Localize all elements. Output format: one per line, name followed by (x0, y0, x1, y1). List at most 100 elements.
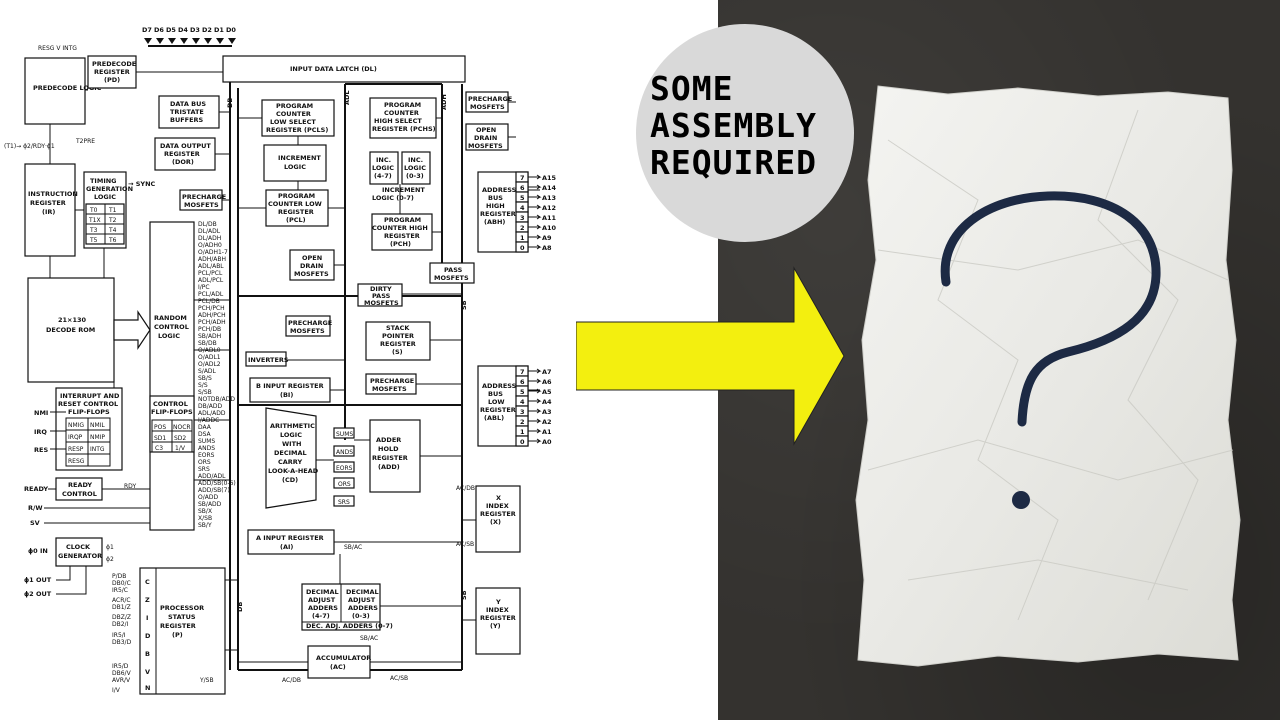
badge-line-2: ASSEMBLY (650, 106, 817, 145)
block-text: DECIMAL (274, 449, 307, 457)
ctrl-line: PCL/DB (198, 298, 220, 305)
block-text: ADDRESS (482, 382, 517, 390)
data-pins: D7 D6 D5 D4 D3 D2 D1 D0 (142, 26, 236, 47)
ctrl-line: ADH/ABH (198, 256, 226, 263)
decimal-adjust-dividers (302, 584, 380, 623)
int-cell: IRQP (68, 434, 83, 441)
cff-grid-lines (151, 419, 193, 453)
ctrl-line: DB1/Z (112, 604, 131, 611)
block-text: CONTROL (62, 490, 97, 498)
block-text: LOGIC (0-7) (372, 194, 414, 202)
psr-bit: C (145, 578, 150, 586)
address-pin-label: A14 (542, 184, 557, 192)
ctrl-line: O/ADD (198, 494, 218, 501)
block-text: REGISTER (94, 68, 130, 76)
timing-cell: T3 (89, 227, 98, 234)
ctrl-line: S/S (198, 382, 208, 389)
pin-arrow-icon (204, 38, 212, 44)
address-pin-arrow-icon (528, 368, 542, 374)
block-text: ADDER (376, 436, 401, 444)
cff-cell: POS (154, 424, 166, 431)
ctrl-line: PCL/PCL (198, 270, 223, 277)
block-text: REGISTER (30, 199, 66, 207)
block-text: INCREMENT (278, 154, 321, 162)
block-text: INDEX (486, 502, 509, 510)
ctrl-line: O/ADL2 (198, 361, 221, 368)
address-pin-arrow-icon (528, 204, 542, 210)
block-text: RESET CONTROL (58, 400, 118, 408)
ctrl-line: SB/X (198, 508, 212, 515)
block-text: STACK (386, 324, 410, 332)
block-text: MOSFETS (468, 142, 503, 150)
diagram-svg: DB ADL ADH SB DB SB D7 D6 D5 D4 D3 D2 (4, 26, 557, 695)
pin-label: D3 (190, 26, 200, 34)
bus-label: DB (236, 602, 244, 612)
pin-label: D1 (214, 26, 224, 34)
block-text: CONTROL (153, 400, 188, 408)
block-text: REGISTER (380, 340, 416, 348)
accumulator-block (307, 645, 371, 679)
block-text: REGISTER (372, 454, 408, 462)
data-pin: D6 (154, 26, 164, 44)
precharge-mosfets-3 (285, 315, 331, 337)
crumpled-paper-photo (855, 85, 1241, 667)
address-bit-label: 7 (520, 174, 525, 182)
processor-status-block (139, 567, 226, 695)
ctrl-line: S/ADL (198, 368, 217, 375)
block-text: PROGRAM (384, 101, 421, 109)
block-text: READY (68, 481, 92, 489)
sync-label: → SYNC (128, 180, 156, 188)
block-text: (X) (490, 518, 501, 526)
question-mark-icon (940, 191, 1161, 427)
block-text: DECIMAL (306, 588, 339, 596)
pin-label: D2 (202, 26, 212, 34)
ctrl-line: SB/S (198, 375, 212, 382)
inc-logic-03-block (401, 151, 431, 185)
address-bit-label: 2 (520, 224, 525, 232)
alu-op: ORS (338, 481, 351, 488)
block-text: LOW (488, 398, 505, 406)
block-text: (AC) (330, 663, 346, 671)
block-text: GENERATOR (58, 552, 102, 560)
clk-in-pin: ϕ0 IN (28, 547, 48, 555)
clk2-out-pin: ϕ2 OUT (24, 590, 52, 598)
block-text: HOLD (378, 445, 399, 453)
block-text: (ABH) (484, 218, 505, 226)
int-cell: NMIL (90, 422, 105, 429)
block-text: REGISTER (164, 150, 200, 158)
alu-op: SRS (338, 499, 350, 506)
pcl-block (265, 189, 329, 227)
pin-label: D5 (166, 26, 176, 34)
b-input-register-block (249, 377, 331, 403)
block-text: MOSFETS (372, 385, 407, 393)
address-pin-label: A10 (542, 224, 557, 232)
address-bit-label: 1 (520, 428, 525, 436)
block-text: (Y) (490, 622, 501, 630)
ctrl-line: I/PC (198, 284, 210, 291)
signal-label: (T1)→ ϕ2/RDY·ϕ1 (4, 143, 55, 150)
block-text: X (496, 494, 501, 502)
stack-pointer-block (365, 321, 431, 361)
block-text: HIGH SELECT (374, 117, 422, 125)
block-text: MOSFETS (434, 274, 469, 282)
data-pin: D1 (214, 26, 224, 44)
alu-op-box (333, 427, 355, 439)
pin-arrow-icon (144, 38, 152, 44)
resg-label: RESG V INTG (38, 45, 77, 52)
block-text: MOSFETS (294, 270, 329, 278)
block-text: REGISTER (480, 510, 516, 518)
block-text: CLOCK (66, 543, 91, 551)
block-text: PRECHARGE (370, 377, 414, 385)
pch-block (371, 213, 433, 251)
block-text: ADDRESS (482, 186, 517, 194)
paper-creases (867, 109, 1234, 621)
block-text: ACCUMULATOR (316, 654, 371, 662)
address-pin-label: A15 (542, 174, 557, 182)
timing-cell: T2 (108, 217, 117, 224)
block-text: DATA BUS (170, 100, 206, 108)
block-text: MOSFETS (184, 201, 219, 209)
address-bit-label: 3 (520, 214, 525, 222)
block-text: MOSFETS (290, 327, 325, 335)
ctrl-line: P/DB (112, 573, 126, 580)
block-text: REGISTER (278, 208, 314, 216)
